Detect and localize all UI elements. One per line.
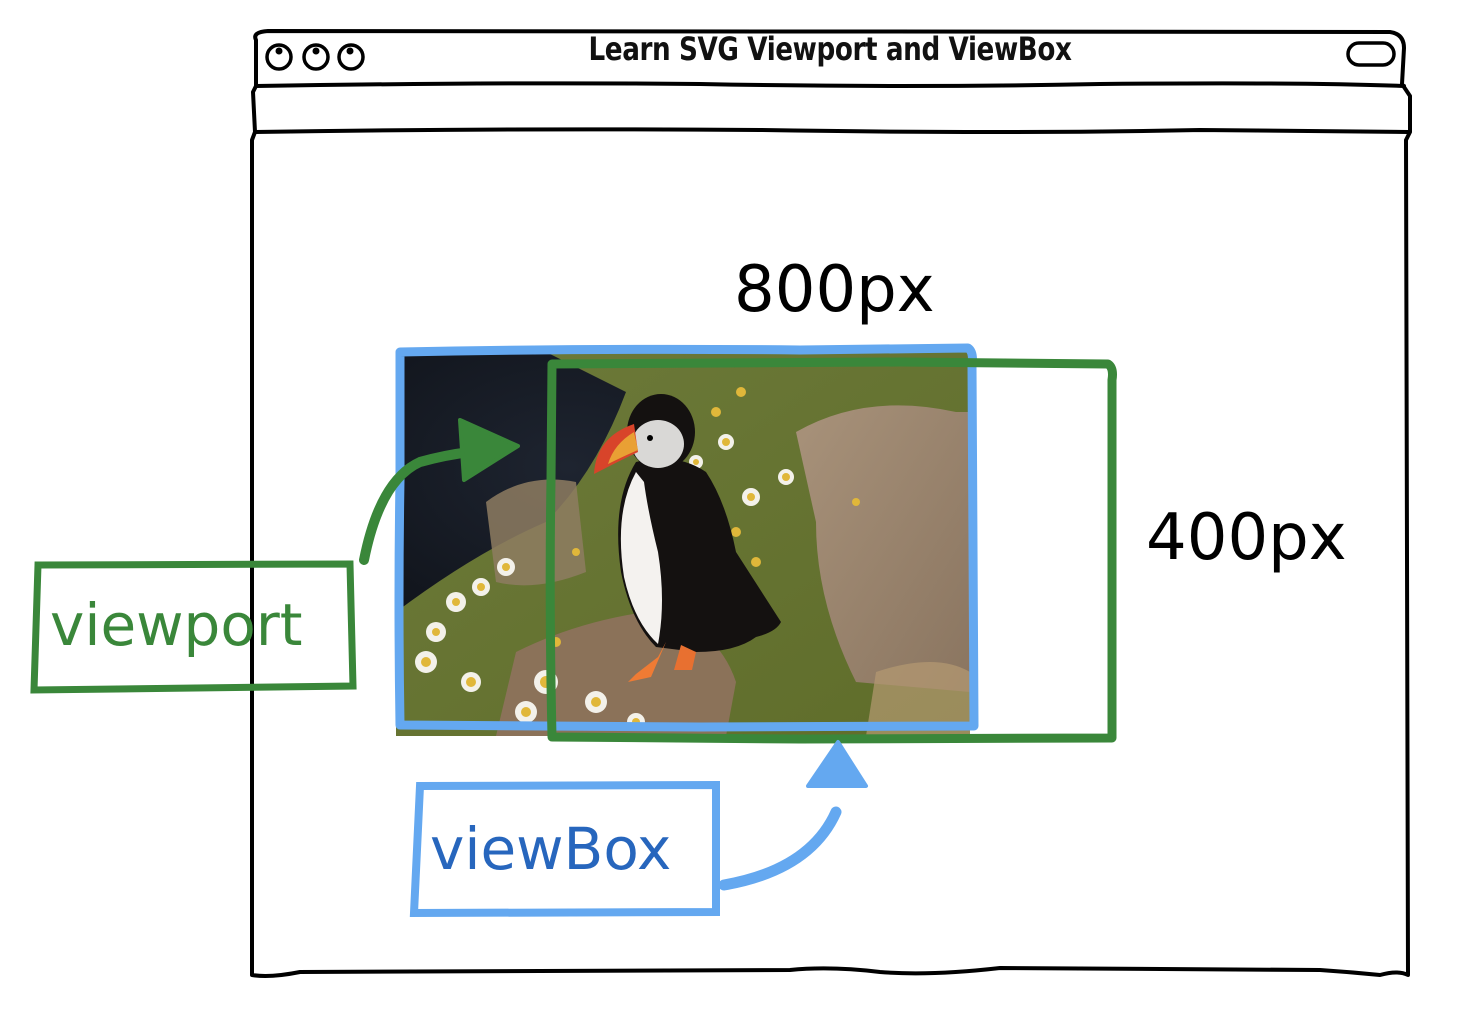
width-dimension-label: 800px (734, 253, 935, 327)
puffin-photo (396, 352, 970, 736)
window-button-icon[interactable] (265, 43, 293, 71)
height-dimension-label: 400px (1146, 501, 1347, 575)
window-pill-button-icon[interactable] (1346, 41, 1396, 67)
window-button-icon[interactable] (302, 43, 330, 71)
browser-window-frame (250, 29, 1412, 978)
window-title: Learn SVG Viewport and ViewBox (588, 30, 1072, 68)
puffin-image (396, 352, 970, 736)
window-button-icon[interactable] (337, 43, 365, 71)
viewport-label: viewport (50, 591, 303, 659)
viewbox-label: viewBox (430, 815, 672, 883)
traffic-lights (265, 43, 365, 71)
